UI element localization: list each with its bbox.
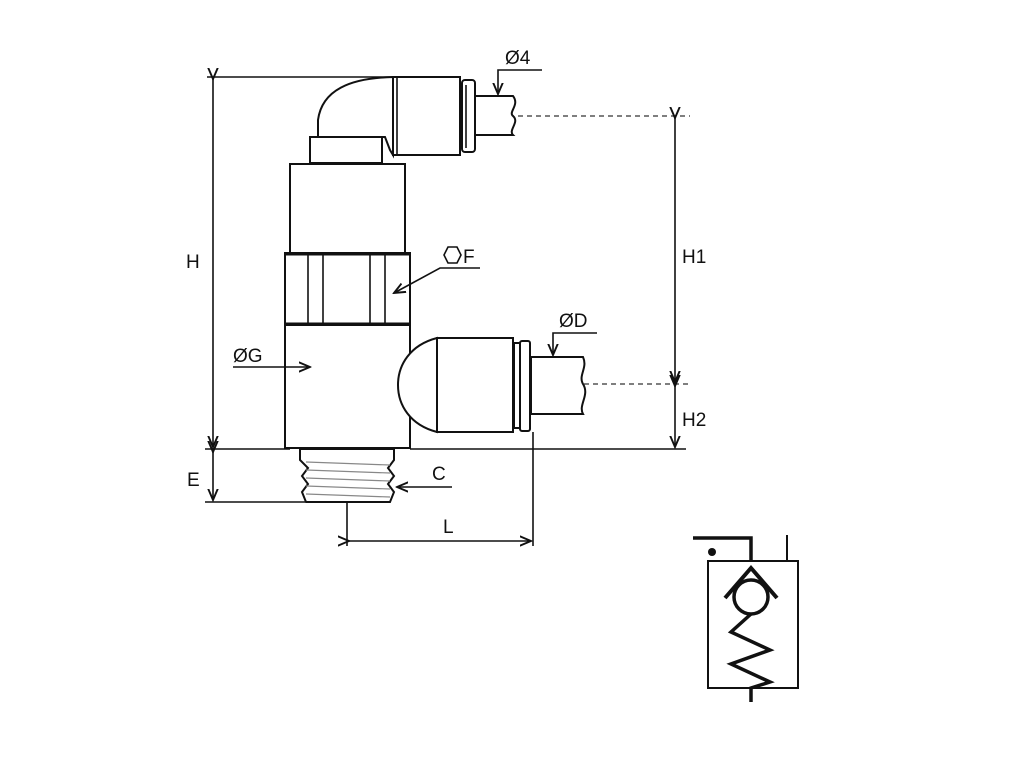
- label-h: H: [186, 252, 200, 273]
- label-h2: H2: [682, 410, 706, 431]
- fitting-body: [284, 75, 587, 503]
- hexagon-icon: [443, 246, 462, 264]
- label-o4: Ø4: [505, 48, 531, 69]
- label-og: ØG: [233, 346, 263, 367]
- label-od: ØD: [559, 311, 588, 332]
- label-h1: H1: [682, 247, 706, 268]
- dimension-lines: [205, 70, 686, 546]
- check-valve-symbol: [693, 535, 799, 702]
- label-l: L: [443, 517, 454, 538]
- label-c: C: [432, 464, 446, 485]
- label-f: F: [463, 247, 475, 268]
- label-e: E: [187, 470, 200, 491]
